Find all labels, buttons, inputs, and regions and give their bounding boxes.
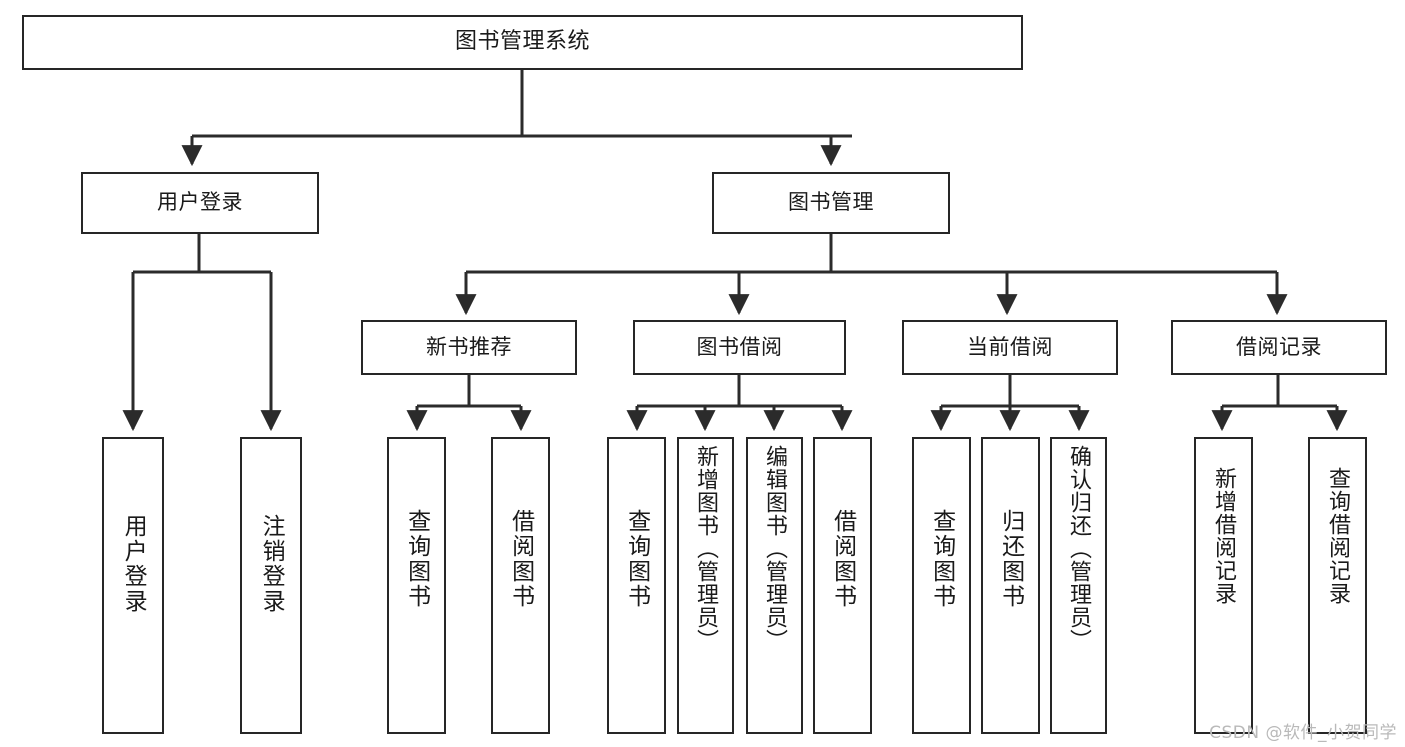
node-label: 借阅图书 (507, 509, 534, 609)
node-label: 归还图书 (997, 509, 1024, 609)
node-leaf-user-login[interactable]: 用户登录 (102, 437, 164, 734)
node-label: 用户登录 (157, 190, 243, 215)
node-label: 图书管理系统 (454, 29, 590, 55)
node-user-login[interactable]: 用户登录 (81, 172, 319, 234)
node-leaf-edit-book-admin[interactable]: 编辑图书（管理员） (746, 437, 803, 734)
node-new-book-recommend[interactable]: 新书推荐 (361, 320, 577, 375)
node-label: 查询图书 (928, 509, 955, 609)
node-label: 用户登录 (120, 514, 147, 614)
node-label: 新书推荐 (426, 334, 512, 359)
node-label: 查询图书 (623, 509, 650, 609)
node-label: 注销登录 (258, 514, 285, 614)
node-leaf-confirm-return-admin[interactable]: 确认归还（管理员） (1050, 437, 1107, 734)
node-leaf-add-book-admin[interactable]: 新增图书（管理员） (677, 437, 734, 734)
node-label: 图书借阅 (696, 334, 783, 359)
node-label: 查询借阅记录 (1325, 467, 1351, 605)
node-leaf-borrow-book-1[interactable]: 借阅图书 (491, 437, 550, 734)
node-label: 新增借阅记录 (1211, 467, 1237, 605)
node-label: 查询图书 (403, 509, 430, 609)
node-label: 当前借阅 (967, 334, 1053, 359)
node-book-borrow[interactable]: 图书借阅 (633, 320, 846, 375)
node-leaf-query-borrow-record[interactable]: 查询借阅记录 (1308, 437, 1367, 734)
node-leaf-query-book-1[interactable]: 查询图书 (387, 437, 446, 734)
node-label: 新增图书（管理员） (693, 445, 719, 652)
node-leaf-borrow-book-2[interactable]: 借阅图书 (813, 437, 872, 734)
node-borrow-record[interactable]: 借阅记录 (1171, 320, 1387, 375)
node-label: 借阅图书 (829, 509, 856, 609)
node-root-system[interactable]: 图书管理系统 (22, 15, 1023, 70)
node-label: 借阅记录 (1236, 334, 1322, 359)
node-leaf-add-borrow-record[interactable]: 新增借阅记录 (1194, 437, 1253, 734)
node-leaf-query-book-2[interactable]: 查询图书 (607, 437, 666, 734)
node-label: 图书管理 (788, 190, 874, 215)
node-leaf-query-book-3[interactable]: 查询图书 (912, 437, 971, 734)
node-label: 确认归还（管理员） (1066, 445, 1092, 652)
node-current-borrow[interactable]: 当前借阅 (902, 320, 1118, 375)
node-leaf-logout-login[interactable]: 注销登录 (240, 437, 302, 734)
node-label: 编辑图书（管理员） (762, 445, 788, 652)
csdn-watermark: CSDN @软件_小贺同学 (1209, 723, 1397, 743)
node-book-management[interactable]: 图书管理 (712, 172, 950, 234)
node-leaf-return-book[interactable]: 归还图书 (981, 437, 1040, 734)
